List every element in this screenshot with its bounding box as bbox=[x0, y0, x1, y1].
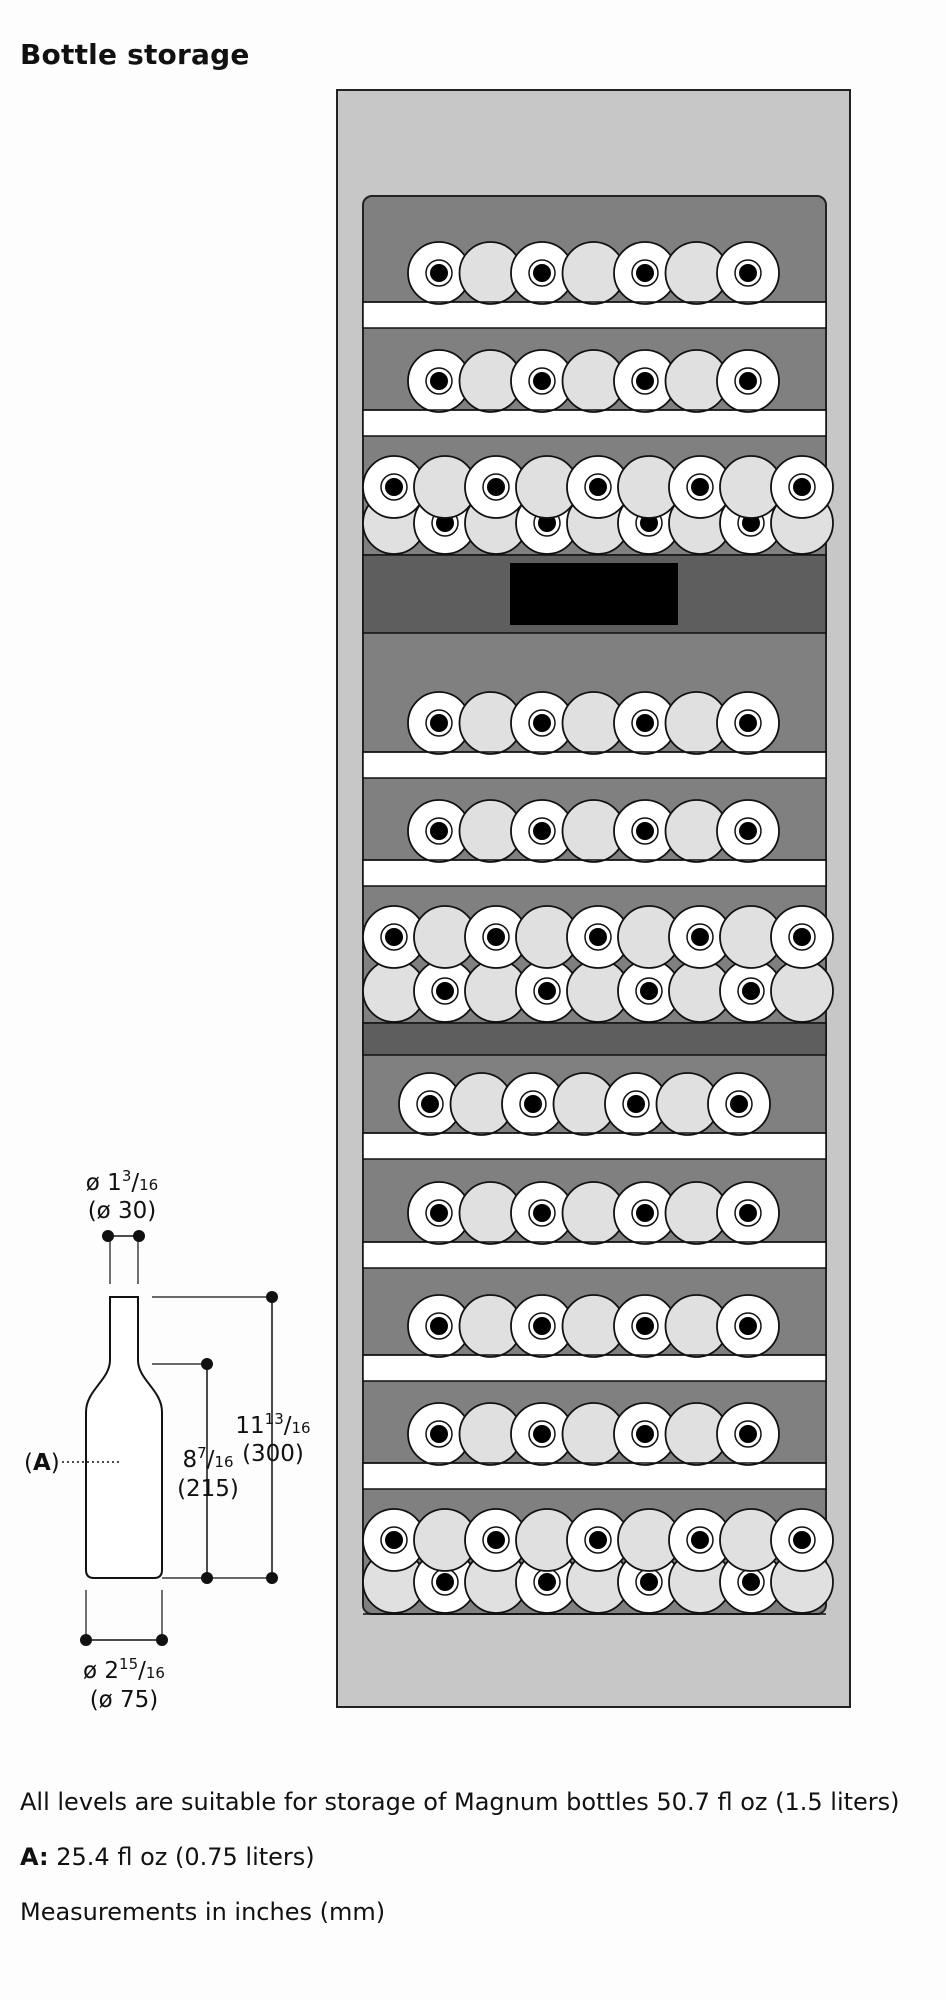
bottle-cork bbox=[636, 1425, 654, 1443]
bottle-cork bbox=[533, 822, 551, 840]
bottle-base bbox=[770, 959, 834, 1023]
shelf bbox=[362, 1241, 827, 1269]
bottle-cork bbox=[636, 822, 654, 840]
bottle-cork bbox=[742, 982, 760, 1000]
bottle-cork bbox=[538, 982, 556, 1000]
total-height-mm: (300) bbox=[242, 1441, 304, 1467]
dimension-dot bbox=[133, 1230, 145, 1242]
shelf bbox=[362, 1462, 827, 1490]
bottle-cork bbox=[533, 1317, 551, 1335]
shelf bbox=[362, 1132, 827, 1160]
bottle-a-note-label: A: bbox=[20, 1843, 49, 1871]
bottle-cork bbox=[636, 1204, 654, 1222]
bottle-cork bbox=[636, 372, 654, 390]
bottle-cork bbox=[793, 1531, 811, 1549]
bottle-cork bbox=[739, 372, 757, 390]
bottle-cork bbox=[533, 372, 551, 390]
storage-zones bbox=[362, 241, 834, 1615]
bottle-cork bbox=[627, 1095, 645, 1113]
bottle-cork bbox=[636, 1317, 654, 1335]
dimension-dot bbox=[201, 1358, 213, 1370]
bottle-cork bbox=[430, 822, 448, 840]
bottle-a-note: A: 25.4 fl oz (0.75 liters) bbox=[20, 1843, 315, 1871]
bottle-cork bbox=[640, 982, 658, 1000]
bottle-cork bbox=[691, 478, 709, 496]
bottle-outline bbox=[85, 1296, 163, 1579]
bottle-cork bbox=[730, 1095, 748, 1113]
bottle-cork bbox=[487, 928, 505, 946]
page-title: Bottle storage bbox=[20, 38, 250, 71]
bottle-cork bbox=[430, 264, 448, 282]
bottle-cork bbox=[436, 1573, 454, 1591]
bottle-cork bbox=[589, 1531, 607, 1549]
bottle-cork bbox=[589, 478, 607, 496]
bottle-cork bbox=[739, 822, 757, 840]
bottle-cork bbox=[430, 1425, 448, 1443]
bottle-cork bbox=[636, 714, 654, 732]
bottle-cork bbox=[739, 714, 757, 732]
shelf bbox=[362, 751, 827, 779]
bottle-cork bbox=[691, 928, 709, 946]
bottle-cork bbox=[430, 714, 448, 732]
bottle-cork bbox=[739, 1317, 757, 1335]
base-diameter-mm: (ø 75) bbox=[90, 1687, 159, 1713]
zone-divider bbox=[362, 1022, 827, 1056]
bottle-cork bbox=[524, 1095, 542, 1113]
magnum-note: All levels are suitable for storage of M… bbox=[20, 1788, 900, 1816]
bottle-cork bbox=[430, 1317, 448, 1335]
bottle-cork bbox=[421, 1095, 439, 1113]
bottle-cork bbox=[430, 1204, 448, 1222]
bottle-cork bbox=[533, 1204, 551, 1222]
bottle-cork bbox=[487, 478, 505, 496]
bottle-cork bbox=[640, 1573, 658, 1591]
dimension-dot bbox=[266, 1291, 278, 1303]
shoulder-height-label: 87/16 bbox=[182, 1444, 233, 1473]
dimension-dot bbox=[156, 1634, 168, 1646]
bottle-cork bbox=[538, 1573, 556, 1591]
bottle-cork bbox=[385, 928, 403, 946]
bottle-cork bbox=[533, 1425, 551, 1443]
dimension-dot bbox=[80, 1634, 92, 1646]
bottle-cork bbox=[793, 928, 811, 946]
shoulder-height-mm: (215) bbox=[177, 1476, 239, 1502]
bottle-cork bbox=[385, 478, 403, 496]
bottle-cork bbox=[739, 264, 757, 282]
base-diameter-label: ø 215/16 bbox=[83, 1655, 165, 1684]
bottle-cork bbox=[533, 264, 551, 282]
shelf bbox=[362, 1354, 827, 1382]
bottle-dimension-drawing: ø 13/16 (ø 30) (A) 87/16 (215) 1113/16 (… bbox=[24, 1167, 311, 1713]
neck-diameter-label: ø 13/16 bbox=[86, 1167, 158, 1196]
bottle-cork bbox=[436, 982, 454, 1000]
bottle-cork bbox=[742, 1573, 760, 1591]
bottle-cork bbox=[487, 1531, 505, 1549]
dimension-dot bbox=[266, 1572, 278, 1584]
bottle-cork bbox=[589, 928, 607, 946]
bottle-cork bbox=[430, 372, 448, 390]
neck-diameter-mm: (ø 30) bbox=[88, 1198, 157, 1224]
bottle-cork bbox=[739, 1204, 757, 1222]
bottle-storage-diagram: ø 13/16 (ø 30) (A) 87/16 (215) 1113/16 (… bbox=[24, 89, 851, 1713]
shelf bbox=[362, 859, 827, 887]
bottle-a-label: (A) bbox=[24, 1450, 60, 1476]
bottle-cork bbox=[533, 714, 551, 732]
wine-cabinet bbox=[336, 89, 851, 1708]
shelf bbox=[362, 409, 827, 437]
total-height-label: 1113/16 bbox=[235, 1410, 310, 1439]
bottle-cork bbox=[739, 1425, 757, 1443]
shelf bbox=[362, 301, 827, 329]
bottle-cork bbox=[636, 264, 654, 282]
dimension-dot bbox=[102, 1230, 114, 1242]
bottle-cork bbox=[691, 1531, 709, 1549]
units-note: Measurements in inches (mm) bbox=[20, 1898, 386, 1926]
bottle-cork bbox=[793, 478, 811, 496]
bottle-a-note-value: 25.4 fl oz (0.75 liters) bbox=[56, 1843, 315, 1871]
bottle-cork bbox=[385, 1531, 403, 1549]
display-screen bbox=[510, 563, 678, 625]
